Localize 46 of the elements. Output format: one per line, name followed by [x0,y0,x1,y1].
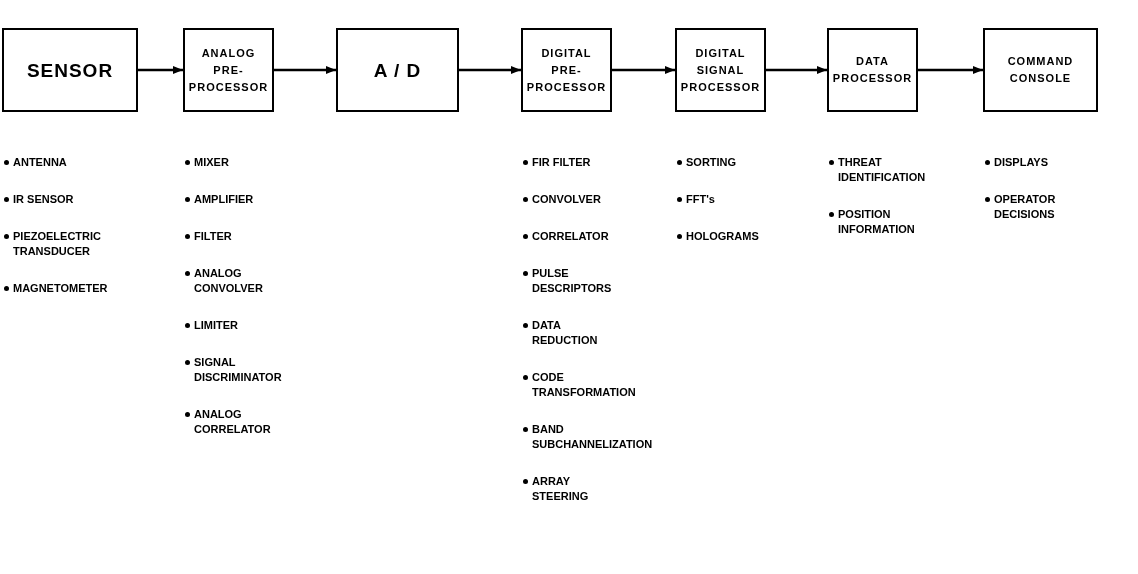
list-item-text: CORRELATOR [532,229,610,244]
list-item-text: IR SENSOR [13,192,75,207]
arrow [138,66,183,74]
list-item-text: ARRAY STEERING [532,474,590,504]
list-item-text: PULSE DESCRIPTORS [532,266,613,296]
process-box [2,28,138,112]
list-item-text: FIR FILTER [532,155,592,170]
list-item-text: OPERATOR DECISIONS [994,192,1057,222]
list-item-text: ANALOG CONVOLVER [194,266,264,296]
list-item-text: SIGNAL DISCRIMINATOR [194,355,283,385]
list-item-text: ANALOG CORRELATOR [194,407,272,437]
process-box [521,28,612,112]
box-label: DATA PROCESSOR [832,54,913,86]
list-item-text: CONVOLVER [532,192,602,207]
arrow [612,66,675,74]
list-item-text: HOLOGRAMS [686,229,760,244]
list-item-text: SORTING [686,155,738,170]
list-item-text: POSITION INFORMATION [838,207,916,237]
box-label: SENSOR [26,61,114,79]
box-label: DIGITAL PRE- PROCESSOR [526,45,607,95]
process-box [675,28,766,112]
list-item-text: ANTENNA [13,155,68,170]
box-label: A / D [373,61,422,79]
list-item-text: MIXER [194,155,230,170]
process-box [336,28,459,112]
list-item-text: CODE TRANSFORMATION [532,370,636,400]
list-item-text: DISPLAYS [994,155,1049,170]
list-item-text: FFT's [686,192,716,207]
list-item-text: BAND SUBCHANNELIZATION [532,422,653,452]
arrow [766,66,827,74]
list-item-text: LIMITER [194,318,239,333]
process-box [183,28,274,112]
arrow [459,66,521,74]
box-label: DIGITAL SIGNAL PROCESSOR [680,45,761,95]
arrow [274,66,336,74]
box-label: ANALOG PRE- PROCESSOR [188,45,269,95]
list-item-text: FILTER [194,229,233,244]
list-item-text: DATA REDUCTION [532,318,599,348]
list-item-text: PIEZOELECTRIC TRANSDUCER [13,229,102,259]
process-box [983,28,1098,112]
list-item-text: MAGNETOMETER [13,281,109,296]
box-label: COMMAND CONSOLE [1006,54,1075,86]
process-box [827,28,918,112]
list-item-text: AMPLIFIER [194,192,255,207]
list-item-text: THREAT IDENTIFICATION [838,155,927,185]
arrow [918,66,983,74]
